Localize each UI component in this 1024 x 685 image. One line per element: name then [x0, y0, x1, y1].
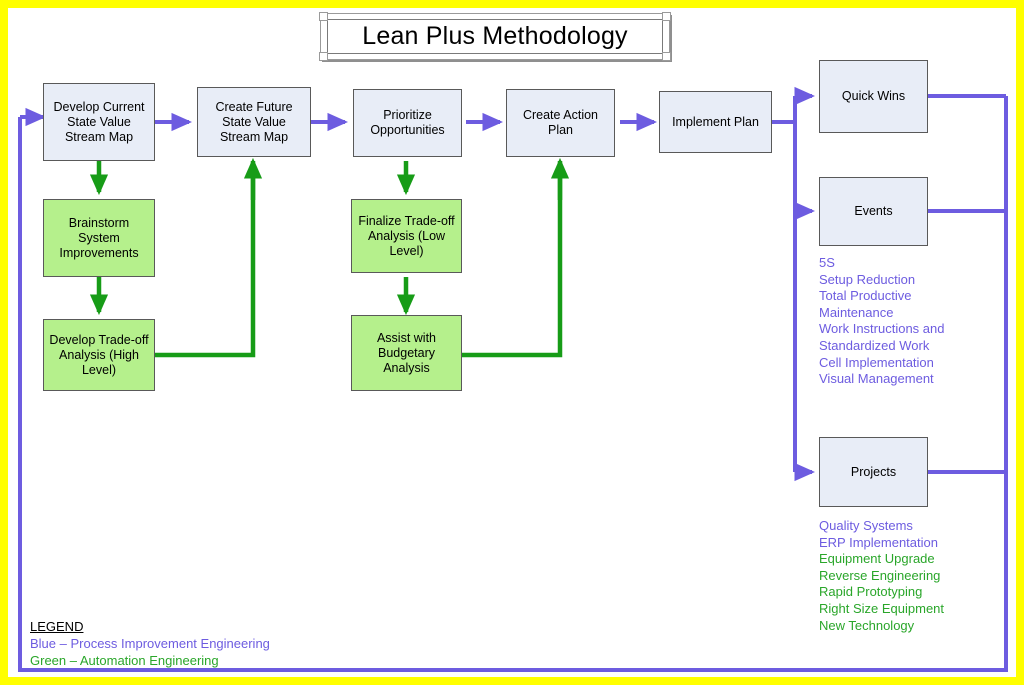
plaque-corner-sw-icon — [319, 52, 328, 61]
node-label: Develop Current State Value Stream Map — [53, 99, 145, 144]
events-item: 5S — [819, 255, 835, 270]
legend-title: LEGEND — [30, 619, 84, 634]
events-item: Setup Reduction — [819, 271, 916, 287]
legend-entry-blue: Blue – Process Improvement Engineering — [30, 636, 270, 651]
node-label: Create Future State Value Stream Map — [215, 99, 293, 144]
title-banner: Lean Plus Methodology — [319, 12, 671, 61]
node-projects[interactable]: Projects — [819, 437, 928, 507]
projects-item: ERP Implementation — [819, 534, 938, 550]
projects-item: Quality Systems — [819, 518, 913, 533]
events-item: Visual Management — [819, 371, 934, 387]
events-item: Standardized Work — [819, 337, 930, 353]
plaque-corner-se-icon — [662, 52, 671, 61]
node-label: Assist with Budgetary Analysis — [376, 330, 437, 375]
node-create-future-state[interactable]: Create Future State Value Stream Map — [197, 87, 311, 157]
plaque-corner-ne-icon — [662, 12, 671, 21]
events-item: Total Productive — [819, 288, 912, 304]
node-label: Develop Trade-off Analysis (High Level) — [49, 332, 149, 377]
title-plaque-inner — [327, 19, 663, 54]
legend-entry-green: Green – Automation Engineering — [30, 653, 219, 668]
node-label: Implement Plan — [672, 114, 759, 129]
node-label: Create Action Plan — [522, 108, 599, 137]
events-item: Maintenance — [819, 304, 894, 320]
node-label: Brainstorm System Improvements — [59, 215, 139, 260]
page-title: Lean Plus Methodology — [362, 22, 628, 50]
node-brainstorm-system-improvements[interactable]: Brainstorm System Improvements — [43, 199, 155, 277]
node-label: Projects — [850, 464, 897, 479]
node-label: Finalize Trade-off Analysis (Low Level) — [358, 213, 455, 258]
node-finalize-tradeoff-low[interactable]: Finalize Trade-off Analysis (Low Level) — [351, 199, 462, 273]
node-events[interactable]: Events — [819, 177, 928, 246]
node-prioritize-opportunities[interactable]: Prioritize Opportunities — [353, 89, 462, 157]
projects-item: Equipment Upgrade — [819, 551, 935, 567]
node-create-action-plan[interactable]: Create Action Plan — [506, 89, 615, 157]
events-item: Cell Implementation — [819, 354, 934, 370]
projects-item: Rapid Prototyping — [819, 584, 923, 600]
node-develop-current-state[interactable]: Develop Current State Value Stream Map — [43, 83, 155, 161]
node-assist-budgetary-analysis[interactable]: Assist with Budgetary Analysis — [351, 315, 462, 391]
projects-item: New Technology — [819, 617, 915, 633]
node-quick-wins[interactable]: Quick Wins — [819, 60, 928, 133]
node-label: Quick Wins — [841, 89, 906, 103]
projects-item: Right Size Equipment — [819, 600, 945, 616]
node-label: Events — [854, 204, 893, 218]
events-item: Work Instructions and — [819, 321, 945, 337]
legend: LEGEND Blue – Process Improvement Engine… — [30, 618, 270, 669]
plaque-corner-nw-icon — [319, 12, 328, 21]
node-implement-plan[interactable]: Implement Plan — [659, 91, 772, 153]
projects-item: Reverse Engineering — [819, 567, 941, 583]
node-develop-tradeoff-high[interactable]: Develop Trade-off Analysis (High Level) — [43, 319, 155, 391]
node-label: Prioritize Opportunities — [370, 108, 445, 137]
